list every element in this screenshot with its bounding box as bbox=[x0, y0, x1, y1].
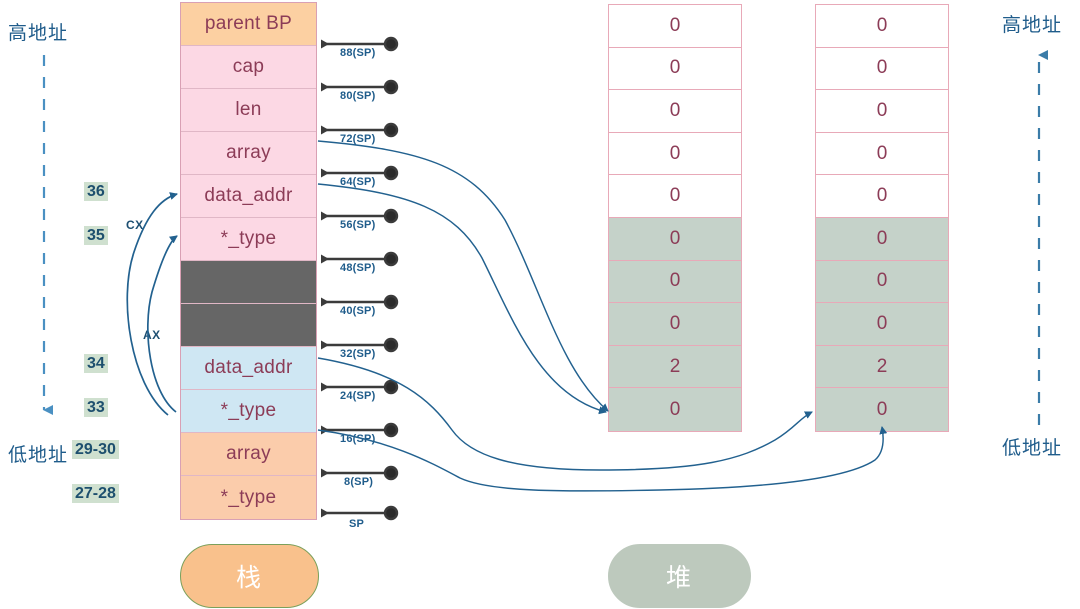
heap-cell: 0 bbox=[816, 5, 948, 48]
stack-cell-cap: cap bbox=[181, 46, 316, 89]
heap-legend-text: 堆 bbox=[665, 564, 693, 592]
stack-cell-array: array bbox=[181, 132, 316, 175]
heap-cell: 0 bbox=[609, 5, 741, 48]
heap-cell: 0 bbox=[816, 217, 948, 261]
heap-cell: 0 bbox=[609, 388, 741, 431]
sp-offset-label: 24(SP) bbox=[340, 390, 376, 402]
line-number-badge: 27-28 bbox=[72, 484, 119, 503]
stack-cell-parent-bp: parent BP bbox=[181, 3, 316, 46]
sp-offset-label: 32(SP) bbox=[340, 348, 376, 360]
stack-cell-type: *_type bbox=[181, 476, 316, 519]
heap-legend-pill: 堆 bbox=[608, 544, 751, 608]
heap-cell: 0 bbox=[816, 388, 948, 431]
sp-offset-label: 64(SP) bbox=[340, 176, 376, 188]
stack-cell-data-addr: data_addr bbox=[181, 175, 316, 218]
heap-cell: 0 bbox=[816, 47, 948, 91]
heap-cell: 0 bbox=[816, 175, 948, 218]
line-number-badge: 33 bbox=[84, 398, 108, 417]
heap-cell: 0 bbox=[609, 90, 741, 133]
sp-offset-label: 88(SP) bbox=[340, 47, 376, 59]
sp-offset-label: 40(SP) bbox=[340, 305, 376, 317]
stack-cell-data-addr: data_addr bbox=[181, 347, 316, 390]
right-low-address-label: 低地址 bbox=[1002, 438, 1063, 459]
heap-cell: 0 bbox=[816, 303, 948, 346]
sp-offset-label: 48(SP) bbox=[340, 262, 376, 274]
heap-cell: 0 bbox=[816, 260, 948, 304]
heap-cell: 2 bbox=[816, 345, 948, 389]
stack-cell-empty bbox=[181, 261, 316, 304]
line-number-badge: 34 bbox=[84, 354, 108, 373]
sp-offset-label: SP bbox=[349, 518, 365, 530]
array-lower-to-heap-b-connector bbox=[317, 426, 888, 492]
left-low-address-label: 低地址 bbox=[8, 445, 69, 466]
stack-legend-text: 栈 bbox=[235, 564, 263, 592]
ax-connector bbox=[147, 235, 178, 413]
stack-cell-len: len bbox=[181, 89, 316, 132]
stack-cell-empty bbox=[181, 304, 316, 347]
heap-cell: 2 bbox=[609, 345, 741, 389]
sp-offset-label: 56(SP) bbox=[340, 219, 376, 231]
register-label-ax: AX bbox=[143, 328, 161, 342]
heap-cell: 0 bbox=[609, 132, 741, 176]
sp-offset-label: 16(SP) bbox=[340, 433, 376, 445]
sp-pointer-arrows bbox=[321, 36, 399, 521]
sp-offset-label: 72(SP) bbox=[340, 133, 376, 145]
heap-cell: 0 bbox=[609, 303, 741, 346]
line-number-badge: 35 bbox=[84, 226, 108, 245]
line-number-badge: 29-30 bbox=[72, 440, 119, 459]
stack-cell-array: array bbox=[181, 433, 316, 476]
stack-cell-type: *_type bbox=[181, 218, 316, 261]
heap-cell: 0 bbox=[609, 260, 741, 304]
stack-legend-pill: 栈 bbox=[180, 544, 319, 608]
heap-cell: 0 bbox=[816, 132, 948, 176]
register-label-cx: CX bbox=[126, 218, 144, 232]
sp-offset-label: 80(SP) bbox=[340, 90, 376, 102]
heap-cell: 0 bbox=[609, 175, 741, 218]
heap-cell: 0 bbox=[609, 217, 741, 261]
heap-cell: 0 bbox=[816, 90, 948, 133]
heap-cell: 0 bbox=[609, 47, 741, 91]
left-high-address-label: 高地址 bbox=[8, 23, 69, 44]
stack-cell-type: *_type bbox=[181, 390, 316, 433]
sp-offset-label: 8(SP) bbox=[344, 476, 374, 488]
right-high-address-label: 高地址 bbox=[1002, 15, 1063, 36]
line-number-badge: 36 bbox=[84, 182, 108, 201]
